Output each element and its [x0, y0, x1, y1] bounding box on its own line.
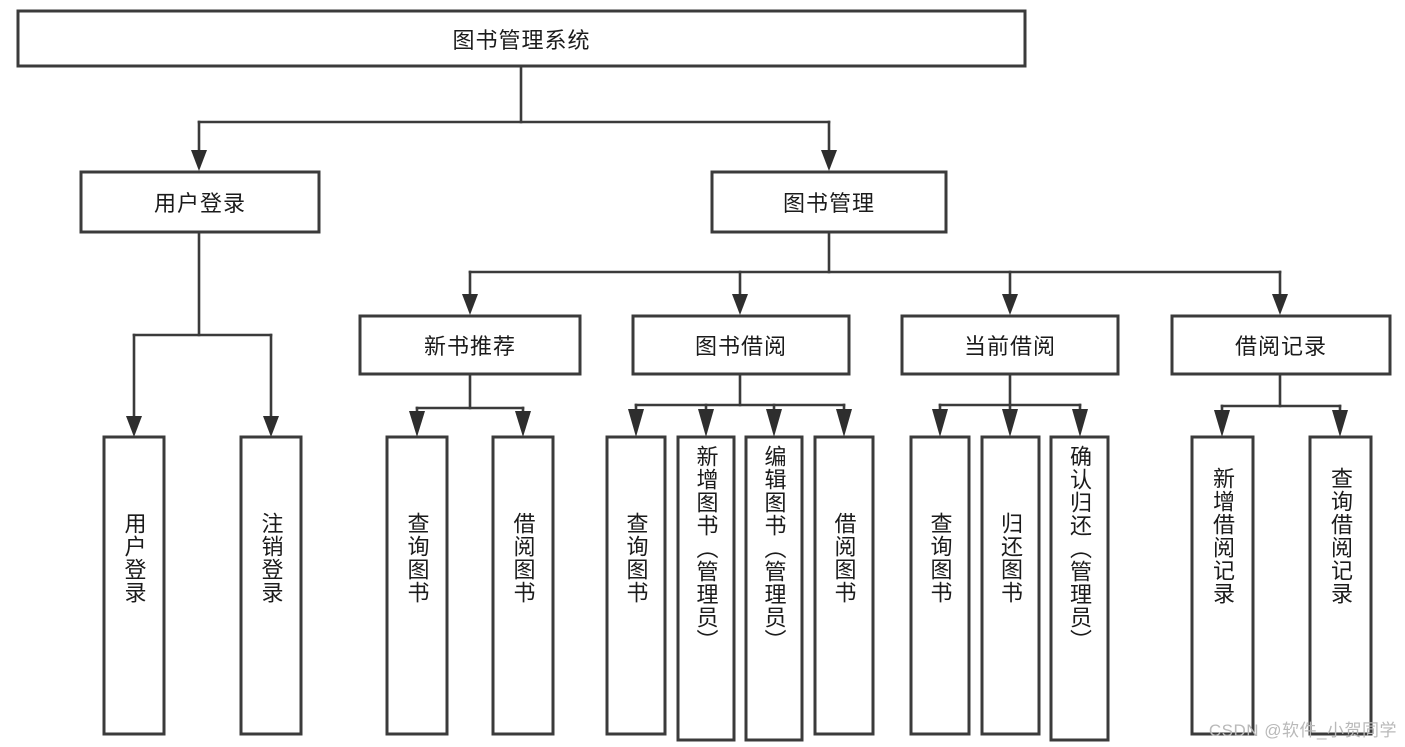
edge-group-current-to-leaves — [932, 372, 1088, 437]
node-box-leaf-add-record[interactable] — [1190, 435, 1255, 736]
node-box-leaf-return-book[interactable] — [980, 435, 1041, 736]
arrow-to-leaf-edit-book — [766, 409, 782, 437]
arrow-to-borrow — [732, 294, 748, 315]
node-box-leaf-query-book-2[interactable] — [605, 435, 667, 736]
edge-group-borrow-to-leaves — [628, 372, 852, 437]
arrow-to-leaf-add-book — [698, 409, 714, 437]
arrow-to-leaf-return-book — [1002, 409, 1018, 437]
node-box-leaf-edit-book[interactable] — [744, 435, 804, 742]
arrow-to-leaf-borrow-book-2 — [836, 409, 852, 437]
node-box-leaf-user-login[interactable] — [102, 435, 166, 736]
edge-group-login-to-leaves — [126, 230, 279, 437]
arrow-to-leaf-query-book-1 — [409, 411, 425, 437]
arrow-to-bookmgmt — [821, 150, 837, 171]
node-box-login[interactable] — [79, 170, 321, 234]
node-box-current[interactable] — [900, 314, 1120, 376]
arrow-to-leaf-query-book-3 — [932, 409, 948, 437]
edge-group-bookmgmt-to-level3 — [462, 230, 1288, 315]
node-box-leaf-query-book-3[interactable] — [909, 435, 971, 736]
node-box-records[interactable] — [1170, 314, 1392, 376]
node-box-leaf-borrow-book-1[interactable] — [491, 435, 555, 736]
arrow-to-leaf-user-login — [126, 416, 142, 437]
arrow-to-leaf-query-record — [1332, 410, 1348, 437]
node-box-leaf-add-book[interactable] — [676, 435, 736, 742]
node-box-leaf-query-record[interactable] — [1308, 435, 1373, 736]
edge-group-newbook-to-leaves — [409, 372, 531, 437]
node-box-leaf-user-logout[interactable] — [239, 435, 303, 736]
node-box-bookmgmt[interactable] — [710, 170, 948, 234]
edge-group-root-to-level2 — [191, 64, 837, 171]
arrow-to-leaf-borrow-book-1 — [515, 411, 531, 437]
arrow-to-leaf-user-logout — [263, 416, 279, 437]
arrow-to-current — [1002, 294, 1018, 315]
node-box-leaf-query-book-1[interactable] — [385, 435, 449, 736]
csdn-watermark: CSDN @软件_小贺同学 — [1208, 721, 1397, 740]
arrow-to-leaf-confirm-return — [1072, 409, 1088, 437]
arrow-to-login — [191, 150, 207, 171]
arrow-to-records — [1272, 294, 1288, 315]
node-box-root[interactable] — [16, 9, 1027, 68]
arrow-to-leaf-query-book-2 — [628, 409, 644, 437]
edge-group-records-to-leaves — [1214, 372, 1348, 437]
arrow-to-leaf-add-record — [1214, 410, 1230, 437]
node-box-newbook[interactable] — [358, 314, 582, 376]
arrow-to-newbook — [462, 294, 478, 315]
node-box-borrow[interactable] — [631, 314, 851, 376]
node-box-leaf-borrow-book-2[interactable] — [813, 435, 875, 736]
node-box-leaf-confirm-return[interactable] — [1049, 435, 1110, 742]
